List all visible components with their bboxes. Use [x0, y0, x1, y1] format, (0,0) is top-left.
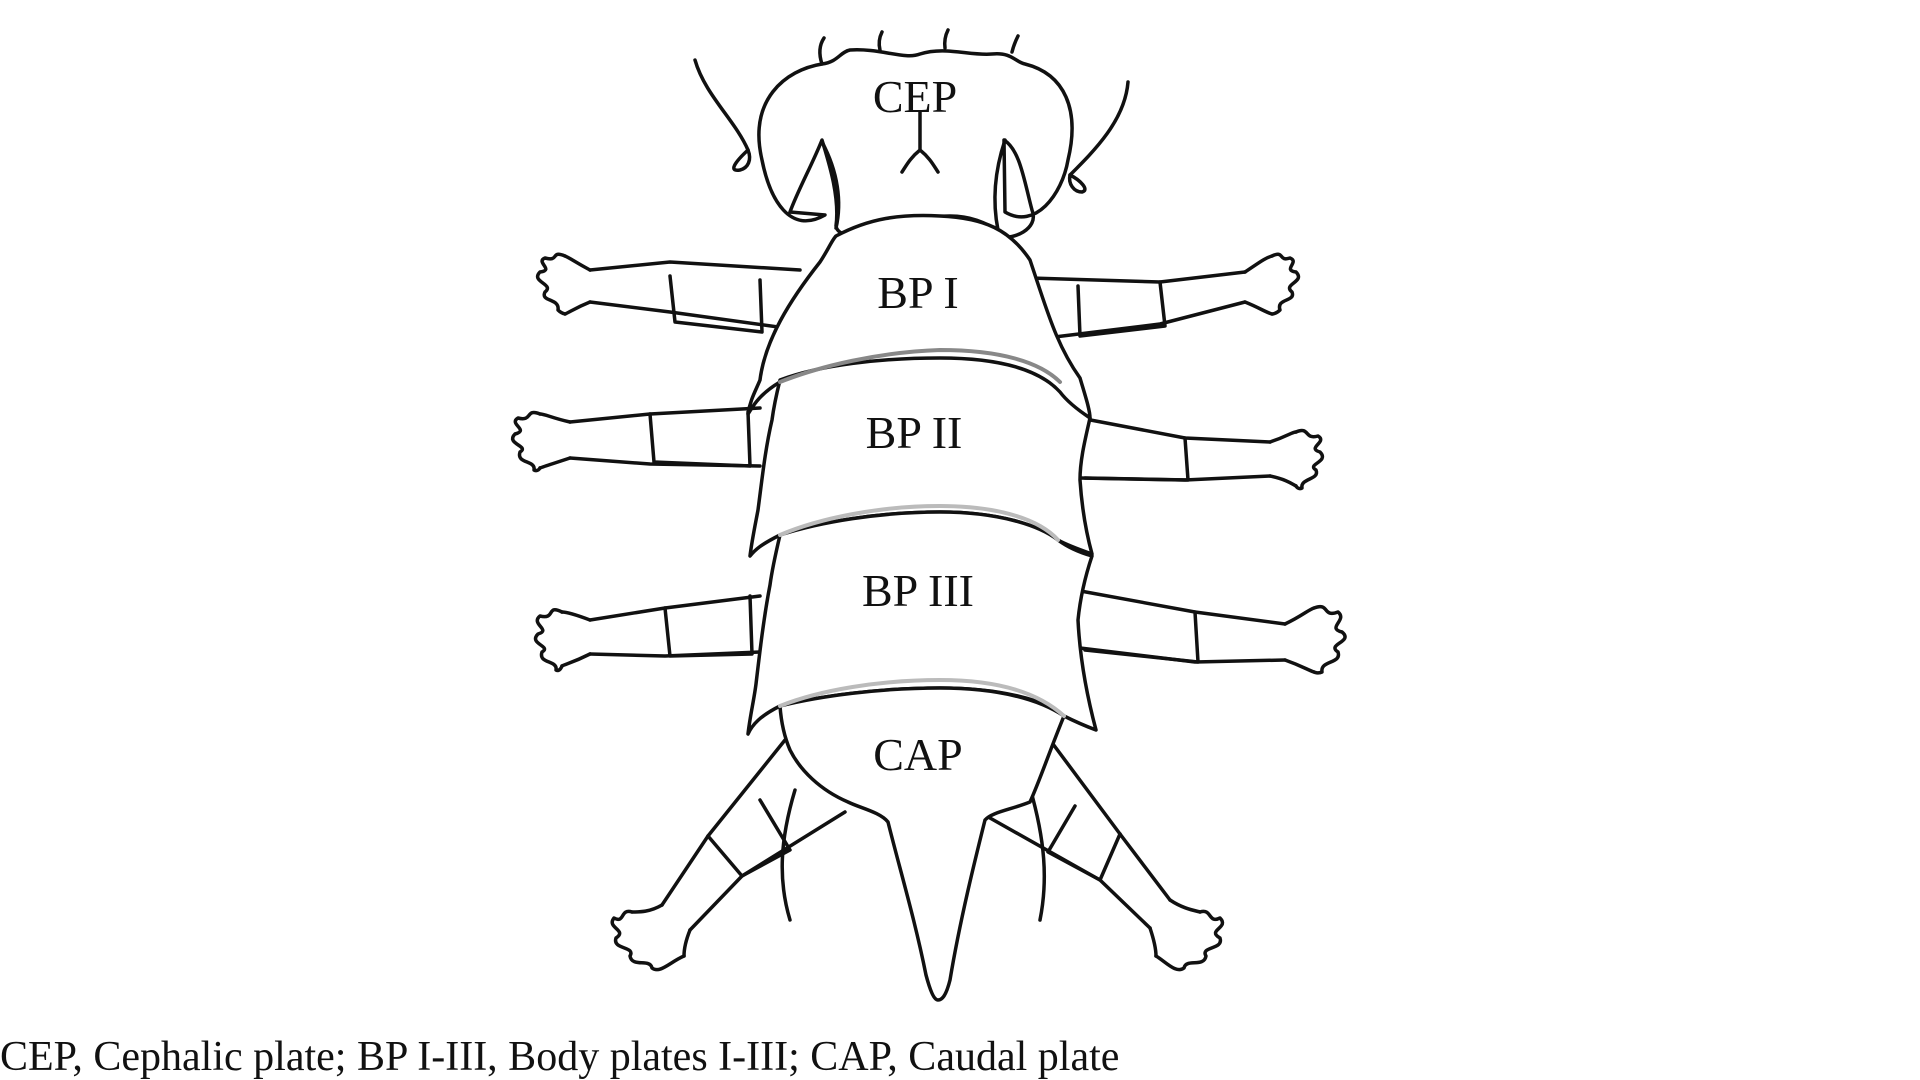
- leg-right-1: [1028, 252, 1301, 342]
- seam-2: [778, 504, 1060, 542]
- leg-right-3: [1073, 588, 1347, 675]
- seam-3: [778, 678, 1066, 718]
- larva-outline: [511, 28, 1347, 1002]
- caudal-plate: [778, 686, 1066, 1002]
- leg-left-1: [536, 252, 802, 334]
- leg-right-4: [988, 738, 1225, 972]
- seam-1: [778, 348, 1062, 384]
- leg-right-2: [1078, 416, 1325, 491]
- label-bp2: BP II: [866, 407, 963, 458]
- leg-left-3: [533, 594, 762, 673]
- label-cep: CEP: [873, 71, 957, 122]
- figure-caption: CEP, Cephalic plate; BP I-III, Body plat…: [0, 1034, 1120, 1080]
- cephalic-plate: [693, 28, 1130, 239]
- leg-left-2: [511, 406, 762, 473]
- label-cap: CAP: [873, 729, 962, 780]
- leg-left-4: [610, 738, 847, 972]
- label-bp1: BP I: [877, 267, 958, 318]
- label-bp3: BP III: [862, 565, 974, 616]
